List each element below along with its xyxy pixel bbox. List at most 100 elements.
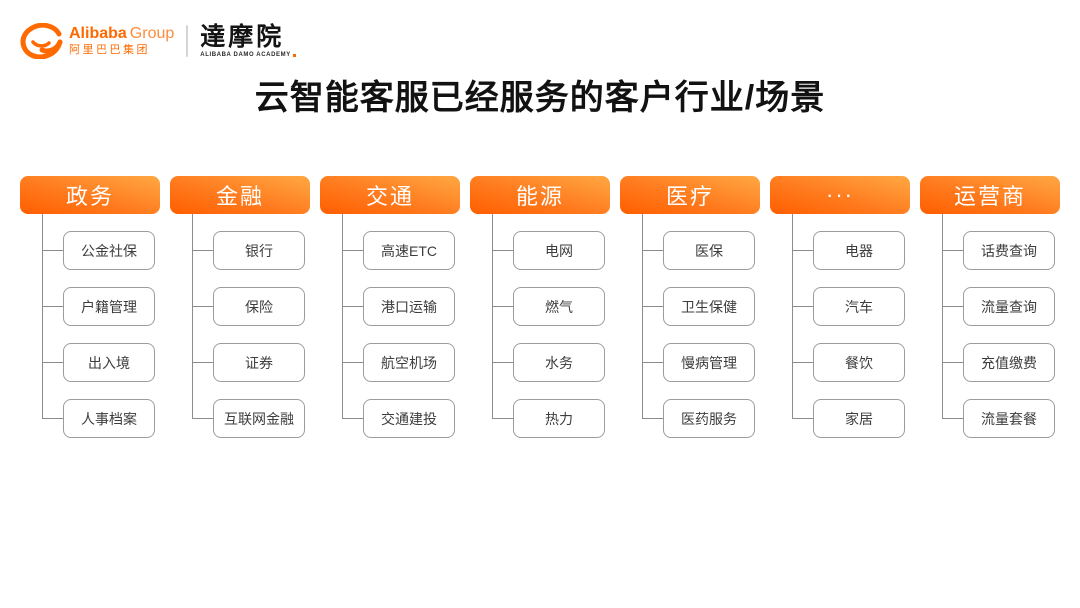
industry-item: 医保 xyxy=(663,231,755,270)
connector-trunk-line xyxy=(642,214,643,419)
industry-header: 政务 xyxy=(20,176,160,214)
connector-trunk-line xyxy=(492,214,493,419)
industry-column-6: 运营商话费查询流量查询充值缴费流量套餐 xyxy=(920,176,1060,438)
connector-branch-line xyxy=(792,250,813,251)
industry-item: 充值缴费 xyxy=(963,343,1055,382)
damo-academy-subtitle: ALIBABA DAMO ACADEMY xyxy=(200,52,291,58)
item-row: 话费查询 xyxy=(920,231,1060,270)
alibaba-brand-bold: Alibaba xyxy=(69,24,127,42)
item-row: 公金社保 xyxy=(20,231,160,270)
connector-branch-line xyxy=(942,418,963,419)
industry-item: 热力 xyxy=(513,399,605,438)
connector-branch-line xyxy=(192,418,213,419)
industry-header: 交通 xyxy=(320,176,460,214)
connector-branch-line xyxy=(492,250,513,251)
connector-branch-line xyxy=(42,362,63,363)
connector-branch-line xyxy=(42,306,63,307)
item-row: 汽车 xyxy=(770,287,910,326)
connector-branch-line xyxy=(342,306,363,307)
item-row: 水务 xyxy=(470,343,610,382)
industry-item: 高速ETC xyxy=(363,231,455,270)
alibaba-brand-chinese: 阿里巴巴集团 xyxy=(69,43,150,56)
connector-branch-line xyxy=(792,306,813,307)
industry-column-5: ··· 电器汽车餐饮家居 xyxy=(770,176,910,438)
connector-branch-line xyxy=(42,250,63,251)
connector-trunk-line xyxy=(192,214,193,419)
item-row: 电器 xyxy=(770,231,910,270)
industry-column-1: 金融银行保险证券互联网金融 xyxy=(170,176,310,438)
item-row: 流量查询 xyxy=(920,287,1060,326)
connector-branch-line xyxy=(642,362,663,363)
industry-item: 互联网金融 xyxy=(213,399,305,438)
connector-trunk-line xyxy=(792,214,793,419)
damo-academy-name: 達摩院 xyxy=(200,22,285,51)
industry-item: 银行 xyxy=(213,231,305,270)
industry-column-4: 医疗医保卫生保健慢病管理医药服务 xyxy=(620,176,760,438)
industry-header: 金融 xyxy=(170,176,310,214)
industry-item: 户籍管理 xyxy=(63,287,155,326)
industry-item: 保险 xyxy=(213,287,305,326)
industry-item: 燃气 xyxy=(513,287,605,326)
connector-branch-line xyxy=(642,306,663,307)
item-row: 燃气 xyxy=(470,287,610,326)
industry-item: 交通建投 xyxy=(363,399,455,438)
industry-header: 能源 xyxy=(470,176,610,214)
industry-item: 公金社保 xyxy=(63,231,155,270)
industry-column-0: 政务公金社保户籍管理出入境人事档案 xyxy=(20,176,160,438)
industry-header: 医疗 xyxy=(620,176,760,214)
industry-item: 证券 xyxy=(213,343,305,382)
connector-branch-line xyxy=(42,418,63,419)
industry-item: 出入境 xyxy=(63,343,155,382)
industry-item: 航空机场 xyxy=(363,343,455,382)
industry-column-2: 交通高速ETC 港口运输航空机场交通建投 xyxy=(320,176,460,438)
damo-academy-logo: 達摩院 ALIBABA DAMO ACADEMY xyxy=(200,24,296,58)
industry-item: 流量查询 xyxy=(963,287,1055,326)
industry-item: 慢病管理 xyxy=(663,343,755,382)
item-row: 互联网金融 xyxy=(170,399,310,438)
connector-branch-line xyxy=(342,362,363,363)
industry-item: 流量套餐 xyxy=(963,399,1055,438)
logo-divider xyxy=(186,25,189,57)
connector-branch-line xyxy=(642,250,663,251)
item-row: 高速ETC xyxy=(320,231,460,270)
industry-header: 运营商 xyxy=(920,176,1060,214)
alibaba-brand-light: Group xyxy=(129,24,175,42)
connector-branch-line xyxy=(942,250,963,251)
connector-branch-line xyxy=(642,418,663,419)
item-row: 航空机场 xyxy=(320,343,460,382)
industry-item: 医药服务 xyxy=(663,399,755,438)
page-title: 云智能客服已经服务的客户行业/场景 xyxy=(254,79,826,117)
connector-branch-line xyxy=(342,418,363,419)
industry-item: 餐饮 xyxy=(813,343,905,382)
item-row: 人事档案 xyxy=(20,399,160,438)
item-row: 户籍管理 xyxy=(20,287,160,326)
connector-branch-line xyxy=(192,306,213,307)
industry-item: 港口运输 xyxy=(363,287,455,326)
connector-branch-line xyxy=(492,362,513,363)
connector-branch-line xyxy=(492,418,513,419)
connector-trunk-line xyxy=(42,214,43,419)
item-row: 交通建投 xyxy=(320,399,460,438)
industry-item: 汽车 xyxy=(813,287,905,326)
damo-orange-dot xyxy=(292,53,296,57)
item-row: 家居 xyxy=(770,399,910,438)
item-row: 电网 xyxy=(470,231,610,270)
item-row: 保险 xyxy=(170,287,310,326)
connector-branch-line xyxy=(342,250,363,251)
industry-header: ··· xyxy=(770,176,910,214)
item-row: 热力 xyxy=(470,399,610,438)
connector-branch-line xyxy=(792,362,813,363)
connector-trunk-line xyxy=(942,214,943,419)
item-row: 充值缴费 xyxy=(920,343,1060,382)
industry-item: 水务 xyxy=(513,343,605,382)
item-row: 银行 xyxy=(170,231,310,270)
item-row: 医药服务 xyxy=(620,399,760,438)
connector-branch-line xyxy=(192,362,213,363)
alibaba-smile-icon xyxy=(20,23,63,59)
connector-branch-line xyxy=(792,418,813,419)
connector-branch-line xyxy=(192,250,213,251)
industry-item: 人事档案 xyxy=(63,399,155,438)
industry-item: 电网 xyxy=(513,231,605,270)
